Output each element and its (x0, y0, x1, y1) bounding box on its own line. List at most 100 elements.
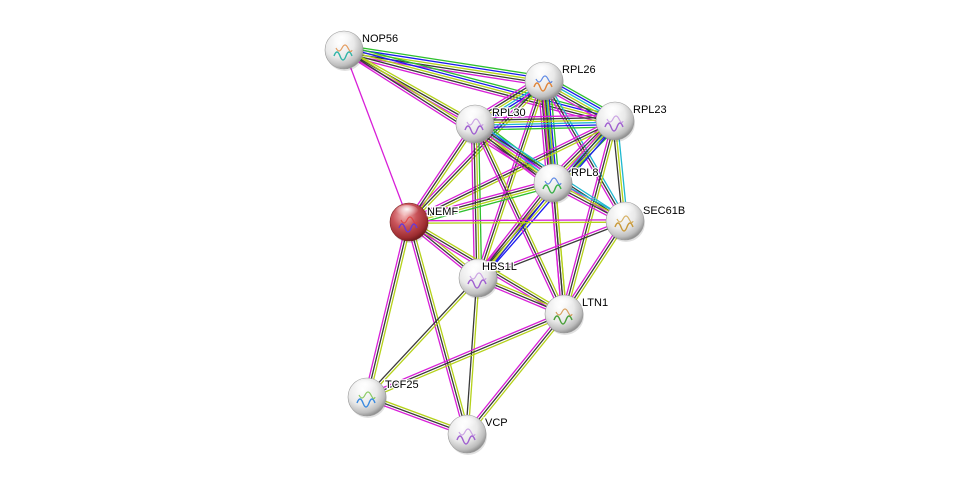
edge-rpl26-hbs1l[interactable] (475, 80, 547, 279)
edge-evidence-black (366, 313, 565, 398)
node-nop56[interactable]: NOP56 (324, 30, 399, 71)
edge-evidence-yellowgreen (479, 81, 547, 279)
node-label: VCP (485, 417, 508, 429)
edge-nop56-nemf[interactable] (343, 49, 410, 223)
edge-evidence-black (343, 51, 544, 85)
node-vcp[interactable]: VCP (447, 414, 509, 455)
edge-evidence-yellowgreen (476, 122, 567, 314)
protein-structure-icon (604, 122, 624, 132)
protein-structure-icon (614, 222, 634, 232)
edge-hbs1l-tcf25[interactable] (365, 276, 480, 399)
edge-evidence-green (475, 126, 616, 131)
node-sec61b[interactable]: SEC61B (605, 201, 686, 242)
edge-evidence-yellowgreen (468, 315, 567, 436)
node-label: RPL30 (492, 107, 526, 119)
edge-evidence-black (476, 181, 553, 278)
edge-nop56-rpl26[interactable] (343, 44, 545, 87)
edge-evidence-yellowgreen (474, 119, 615, 124)
edge-hbs1l-vcp[interactable] (465, 277, 480, 435)
protein-structure-icon (398, 223, 418, 233)
node-highlight (611, 204, 635, 218)
edge-evidence-blue (344, 47, 616, 120)
node-label: NOP56 (362, 33, 398, 45)
node-label: RPL8 (571, 167, 599, 179)
edge-rpl23-rpl30[interactable] (474, 114, 616, 131)
edge-evidence-green (344, 44, 545, 77)
edge-rpl8-nemf[interactable] (407, 178, 555, 227)
edge-rpl23-ltn1[interactable] (561, 120, 618, 315)
node-tcf25[interactable]: TCF25 (347, 377, 420, 418)
edges-layer (342, 44, 629, 437)
edge-evidence-yellowgreen (410, 221, 470, 434)
edge-evidence-magenta (342, 51, 475, 127)
edge-nemf-tcf25[interactable] (364, 221, 412, 398)
node-rpl30[interactable]: RPL30 (455, 104, 527, 145)
edge-rpl23-nemf[interactable] (407, 118, 617, 225)
edge-evidence-yellowgreen (343, 49, 545, 82)
node-label: TCF25 (385, 379, 419, 391)
node-highlight (539, 166, 563, 180)
edge-evidence-yellowgreen (409, 122, 617, 225)
edge-evidence-black (408, 120, 616, 223)
edge-evidence-magenta (406, 122, 474, 222)
node-highlight (550, 297, 574, 311)
edge-evidence-magenta (365, 311, 564, 396)
protein-structure-icon (467, 279, 487, 289)
node-highlight (530, 64, 554, 78)
edge-evidence-magenta (343, 49, 410, 223)
edge-evidence-magenta (477, 219, 625, 278)
edge-evidence-magenta (407, 178, 553, 220)
node-nemf[interactable]: NEMF (389, 202, 460, 243)
protein-structure-icon (333, 51, 353, 61)
edge-evidence-blue (475, 123, 616, 129)
protein-structure-icon (464, 125, 484, 135)
edge-evidence-green (345, 44, 617, 117)
edge-evidence-black (365, 276, 478, 397)
edge-rpl30-nemf[interactable] (406, 122, 478, 224)
edge-evidence-cyan (475, 121, 616, 126)
edge-evidence-magenta (406, 222, 466, 435)
node-ltn1[interactable]: LTN1 (544, 294, 609, 335)
edge-nop56-rpl30[interactable] (342, 47, 477, 127)
edge-evidence-black (474, 116, 615, 122)
edge-evidence-magenta (343, 54, 544, 87)
edge-evidence-black (408, 123, 476, 223)
edge-evidence-yellowgreen (368, 222, 412, 398)
edge-evidence-green (409, 185, 555, 227)
node-highlight (453, 417, 477, 431)
edge-ltn1-vcp[interactable] (464, 312, 567, 436)
edge-evidence-black (366, 221, 410, 398)
node-rpl8[interactable]: RPL8 (533, 163, 600, 204)
edge-evidence-magenta (474, 180, 551, 277)
edge-evidence-magenta (407, 118, 615, 221)
node-label: HBS1L (482, 261, 517, 273)
edge-evidence-black (477, 80, 545, 279)
protein-structure-icon (533, 82, 553, 92)
node-rpl26[interactable]: RPL26 (524, 61, 597, 102)
node-highlight (464, 261, 488, 275)
node-label: RPL23 (633, 104, 667, 116)
edge-evidence-magenta (342, 54, 614, 127)
edge-evidence-yellowgreen (478, 183, 555, 280)
node-hbs1l[interactable]: HBS1L (458, 258, 518, 299)
edge-ltn1-tcf25[interactable] (365, 311, 566, 400)
node-label: LTN1 (582, 297, 608, 309)
node-highlight (461, 107, 485, 121)
edge-evidence-black (408, 181, 553, 222)
edge-evidence-yellowgreen (554, 182, 568, 314)
edge-nemf-vcp[interactable] (406, 221, 470, 435)
edge-rpl8-hbs1l[interactable] (474, 180, 557, 281)
edge-sec61b-nemf[interactable] (408, 219, 626, 224)
edge-evidence-black (466, 313, 565, 435)
protein-structure-icon (356, 398, 376, 408)
node-highlight (353, 380, 377, 394)
edge-evidence-magenta (475, 80, 543, 278)
edge-evidence-yellowgreen (343, 49, 616, 122)
node-rpl23[interactable]: RPL23 (595, 101, 668, 142)
edge-evidence-black (343, 49, 476, 125)
edge-nop56-rpl23[interactable] (342, 44, 617, 127)
protein-structure-icon (553, 315, 573, 325)
edge-sec61b-hbs1l[interactable] (477, 219, 626, 280)
